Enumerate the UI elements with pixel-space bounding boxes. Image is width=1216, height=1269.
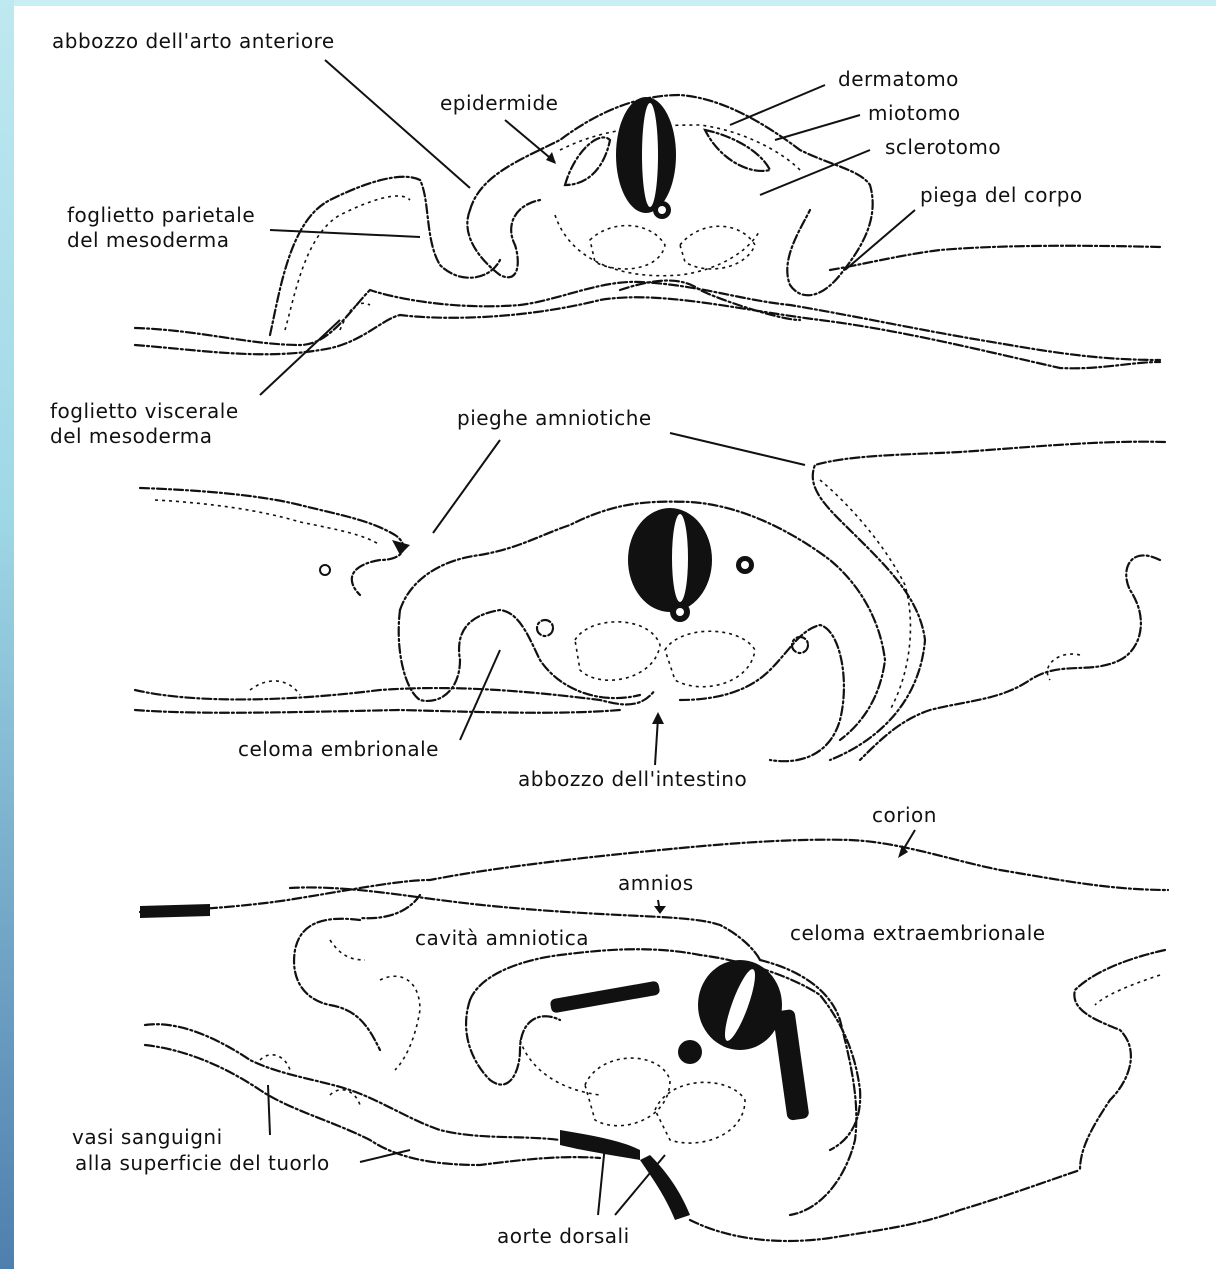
label-foglietto-viscerale-2: del mesoderma: [50, 424, 212, 448]
label-abbozzo-intestino: abbozzo dell'intestino: [518, 767, 747, 791]
label-epidermide: epidermide: [440, 91, 558, 115]
label-miotomo: miotomo: [868, 101, 961, 125]
label-piega-del-corpo: piega del corpo: [920, 183, 1083, 207]
label-corion: corion: [872, 803, 937, 827]
label-sclerotomo: sclerotomo: [885, 135, 1001, 159]
leader-lines: [260, 60, 915, 1215]
label-vasi-sanguigni-1: vasi sanguigni: [72, 1125, 223, 1149]
label-pieghe-amniotiche: pieghe amniotiche: [457, 406, 652, 430]
label-cavita-amniotica: cavità amniotica: [415, 926, 589, 950]
label-foglietto-viscerale-1: foglietto viscerale: [50, 399, 239, 423]
label-celoma-embrionale: celoma embrionale: [238, 737, 439, 761]
label-aorte-dorsali: aorte dorsali: [497, 1224, 630, 1248]
neural-tube-2: [628, 508, 712, 612]
label-dermatomo: dermatomo: [838, 67, 959, 91]
section-3-later-embryo: [140, 840, 1168, 1241]
section-2-amniotic-folds: [135, 442, 1165, 762]
labels: abbozzo dell'arto anteriore epidermide d…: [50, 29, 1083, 1248]
label-vasi-sanguigni-2: alla superficie del tuorlo: [75, 1151, 330, 1175]
label-foglietto-parietale-1: foglietto parietale: [67, 203, 255, 227]
label-amnios: amnios: [618, 871, 694, 895]
label-celoma-extraembrionale: celoma extraembrionale: [790, 921, 1046, 945]
label-foglietto-parietale-2: del mesoderma: [67, 228, 229, 252]
label-abbozzo-arto-anteriore: abbozzo dell'arto anteriore: [52, 29, 335, 53]
